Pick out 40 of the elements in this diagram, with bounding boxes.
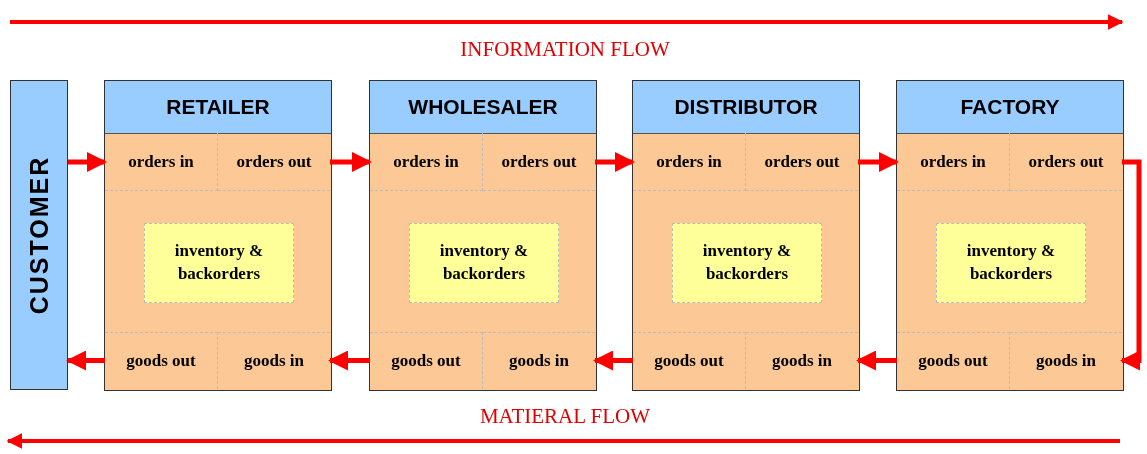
stage-header: RETAILER [105,81,331,134]
flow-cell: goods in [218,332,330,389]
inventory-box: inventory & backorders [409,223,559,303]
arrow [858,152,899,172]
arrow [328,350,370,371]
stage-box [369,80,597,391]
flow-cell: orders in [633,133,746,191]
flow-cell: orders out [1010,133,1122,191]
inventory-box: inventory & backorders [144,223,294,303]
arrow [856,350,897,371]
flow-cell: goods in [1010,332,1122,389]
flow-cell: orders in [370,133,483,191]
flow-label: INFORMATION FLOW [460,37,670,62]
flow-cell: goods out [105,332,218,389]
flow-cell: goods in [746,332,858,389]
arrow [68,152,107,172]
flow-cell: orders out [218,133,330,191]
flow-cell: goods out [370,332,483,389]
arrow [593,350,633,371]
flow-cell: goods out [633,332,746,389]
arrow [330,152,372,172]
flow-label: MATIERAL FLOW [479,404,651,429]
arrow [66,350,105,371]
customer-box: CUSTOMER [10,80,68,390]
flow-cell: orders out [483,133,595,191]
stage-box [104,80,332,391]
stage-header: FACTORY [897,81,1123,134]
flow-cell: goods out [897,332,1010,389]
flow-cell: goods in [483,332,595,389]
flow-cell: orders out [746,133,858,191]
inventory-box: inventory & backorders [672,223,822,303]
arrow [595,152,635,172]
flow-cell: orders in [897,133,1010,191]
stage-header: WHOLESALER [370,81,596,134]
arrow [1120,159,1142,371]
inventory-box: inventory & backorders [936,223,1086,303]
stage-box [896,80,1124,391]
stage-header: DISTRIBUTOR [633,81,859,134]
flow-cell: orders in [105,133,218,191]
stage-box [632,80,860,391]
